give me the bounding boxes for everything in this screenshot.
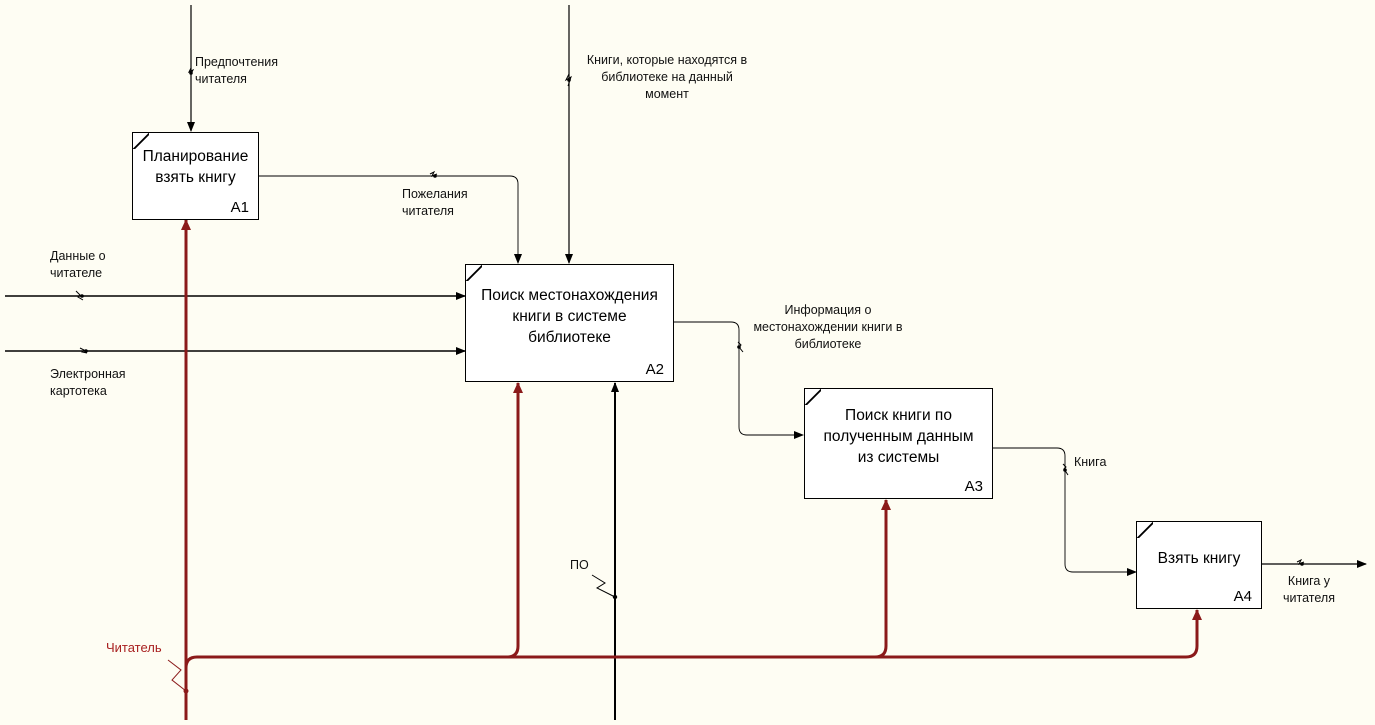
activity-code: A3 [964,478,983,495]
arrow-reader-data[interactable] [5,290,466,301]
corner-mark [133,133,149,149]
label-book: Книга [1074,455,1107,469]
label-wishes: Пожелания читателя [402,187,468,218]
arrow-book[interactable] [992,447,1137,576]
activity-a3[interactable]: Поиск книги по полученным данным из сист… [804,388,993,499]
arrow-catalog[interactable] [5,347,466,355]
label-location-info: Информация о местонахождении книги в биб… [753,303,903,351]
label-book-at-reader: Книга у читателя [1283,574,1335,605]
corner-mark [1137,522,1153,538]
activity-a2[interactable]: Поиск местонахождения книги в системе би… [465,264,674,382]
arrow-wishes[interactable] [258,170,522,264]
label-software: ПО [570,558,589,572]
activity-title: Поиск книги по полученным данным из сист… [823,407,974,466]
activity-code: A2 [645,361,664,378]
activity-title: Взять книгу [1157,549,1241,567]
arrow-reader-mechanism[interactable] [167,219,1202,720]
label-catalog: Электронная картотека [50,367,126,398]
activity-title: Поиск местонахождения книги в системе би… [481,286,658,346]
label-preferences: Предпочтения читателя [195,55,279,86]
arrow-location-info[interactable] [673,321,804,439]
activity-a4[interactable]: Взять книгу A4 [1136,521,1262,609]
label-reader: Читатель [106,640,162,655]
arrow-books-in-library[interactable] [564,5,573,264]
activity-a1[interactable]: Планирование взять книгу A1 [132,132,259,220]
activity-title: Планирование взять книгу [142,148,249,186]
label-books-in-library: Книги, которые находятся в библиотеке на… [586,53,748,101]
activity-code: A1 [230,199,249,216]
corner-mark [466,265,482,281]
arrow-preferences[interactable] [187,5,195,132]
arrow-book-at-reader[interactable] [1261,558,1367,568]
label-reader-data: Данные о читателе [50,249,106,280]
activity-code: A4 [1233,588,1252,605]
corner-mark [805,389,821,405]
arrow-software[interactable] [591,382,619,720]
